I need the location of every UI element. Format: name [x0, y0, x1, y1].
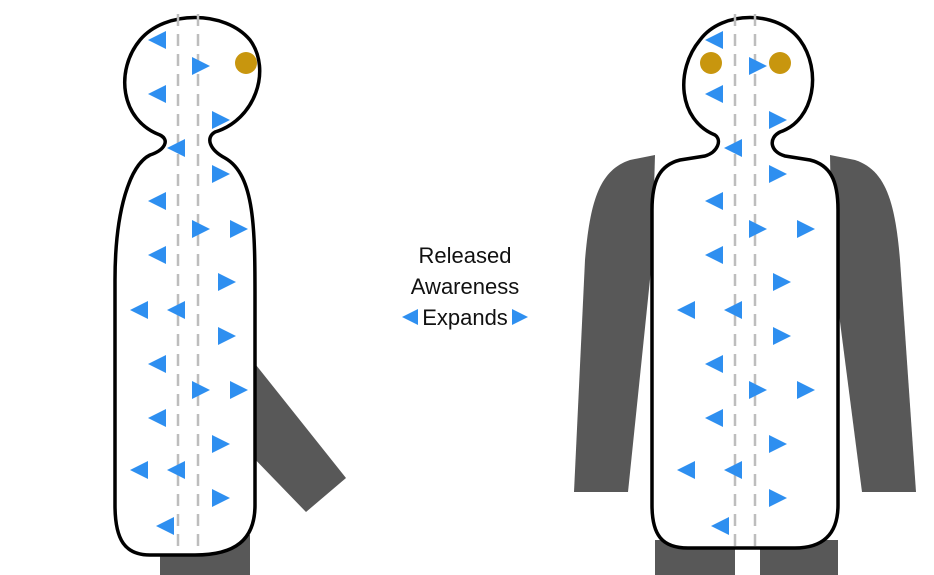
right-arrow-icon: [797, 220, 815, 238]
right-arrow-icon: [769, 489, 787, 507]
right-arrow-icon: [212, 489, 230, 507]
right-arrow-icon: [749, 381, 767, 399]
right-figure-eye-right: [769, 52, 791, 74]
left-arrow-icon: [148, 192, 166, 210]
right-arrow-icon: [230, 381, 248, 399]
left-arrow-icon: [724, 461, 742, 479]
left-arrow-icon: [148, 31, 166, 49]
left-arrow-icon: [130, 461, 148, 479]
left-arrow-icon: [148, 355, 166, 373]
right-arrow-icon: [797, 381, 815, 399]
caption-line-2: Awareness: [410, 274, 520, 299]
right-arrow-icon: [773, 327, 791, 345]
caption: Released Awareness Expands: [360, 240, 570, 333]
left-arrow-icon: [705, 409, 723, 427]
right-arrow-icon: [218, 327, 236, 345]
left-figure-body: [113, 15, 262, 557]
caption-line-1: Released: [418, 243, 512, 268]
left-figure-eye: [235, 52, 257, 74]
right-arrow-icon: [212, 111, 230, 129]
right-arrow-icon: [769, 111, 787, 129]
right-arrow-icon: [192, 220, 210, 238]
left-figure-arm: [248, 365, 346, 512]
left-arrow-icon: [402, 309, 419, 326]
right-arrow-icon: [192, 381, 210, 399]
left-arrow-icon: [705, 355, 723, 373]
caption-line-3: Expands: [360, 302, 570, 333]
right-figure-body: [650, 15, 840, 550]
left-arrow-icon: [167, 139, 185, 157]
right-arrow-icon: [212, 165, 230, 183]
left-arrow-icon: [148, 246, 166, 264]
left-arrow-icon: [148, 409, 166, 427]
left-figure-arrows: [130, 31, 248, 535]
left-arrow-icon: [724, 301, 742, 319]
right-figure-eye-left: [700, 52, 722, 74]
left-arrow-icon: [130, 301, 148, 319]
right-arrow-icon: [212, 435, 230, 453]
left-arrow-icon: [705, 31, 723, 49]
right-arrow-icon: [769, 165, 787, 183]
left-arrow-icon: [148, 85, 166, 103]
left-figure-centerlines: [176, 14, 200, 552]
right-figure-centerlines: [733, 14, 757, 546]
left-arrow-icon: [705, 192, 723, 210]
left-arrow-icon: [711, 517, 729, 535]
left-arrow-icon: [724, 139, 742, 157]
right-figure-left-arm: [574, 155, 655, 492]
left-arrow-icon: [677, 301, 695, 319]
right-arrow-icon: [218, 273, 236, 291]
left-arrow-icon: [167, 301, 185, 319]
right-arrow-icon: [749, 57, 767, 75]
left-arrow-icon: [705, 85, 723, 103]
left-arrow-icon: [167, 461, 185, 479]
left-arrow-icon: [677, 461, 695, 479]
right-arrow-icon: [511, 309, 528, 326]
caption-line-3-text: Expands: [422, 305, 508, 330]
left-arrow-icon: [156, 517, 174, 535]
right-arrow-icon: [192, 57, 210, 75]
right-figure-arrows: [677, 31, 815, 535]
right-arrow-icon: [749, 220, 767, 238]
right-arrow-icon: [230, 220, 248, 238]
left-arrow-icon: [705, 246, 723, 264]
right-figure-right-arm: [830, 155, 916, 492]
right-arrow-icon: [769, 435, 787, 453]
right-arrow-icon: [773, 273, 791, 291]
